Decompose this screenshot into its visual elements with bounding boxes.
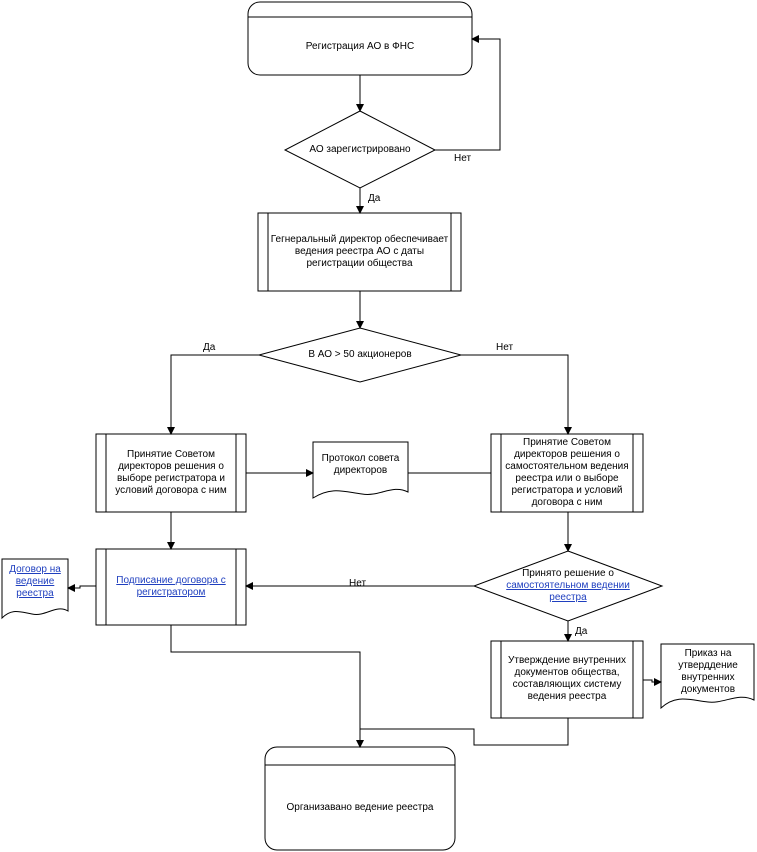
decision-shareholders-label: В АО > 50 акционеров: [308, 349, 412, 360]
self-keeping-link[interactable]: самостоятельном ведении реестра: [506, 580, 630, 603]
edge-label-yes-2: Да: [203, 342, 216, 353]
edge-label-yes-3: Да: [575, 626, 588, 637]
document-protocol-label: Протокол совета директоров: [321, 453, 400, 476]
sign-contract-link[interactable]: Подписание договора с регистратором: [116, 575, 226, 598]
process-board-right-label: Принятие Советом директоров решения о са…: [505, 437, 629, 508]
arrow-sign-to-end: [170, 625, 364, 748]
process-sign-contract-label: Подписание договора с регистратором: [108, 562, 234, 612]
process-director-label: Гегнеральный директор обеспечивает веден…: [270, 234, 449, 269]
end-terminator-label: Организавано ведение реестра: [286, 802, 434, 813]
arrow-no-right: [461, 354, 572, 435]
document-contract: [1, 558, 69, 620]
process-board-left-label: Принятие Советом директоров решения о вы…: [115, 449, 227, 496]
decision-self-keeping-label: Принято решение о самостоятельном ведени…: [494, 563, 642, 609]
edge-label-no-1: Нет: [454, 153, 472, 164]
decision-registered-label: АО зарегистрировано: [309, 144, 411, 155]
line-approve-to-end: [360, 718, 569, 746]
arrow-yes-left: [167, 354, 259, 435]
process-approve-docs-label: Утверждение внутренних документов общест…: [508, 655, 626, 702]
arrow-sign-to-contract-doc: [67, 584, 96, 592]
edge-label-yes-1: Да: [368, 193, 381, 204]
edge-label-no-3: Нет: [349, 578, 367, 589]
arrow-no-loop: [435, 35, 501, 151]
start-terminator-label: Регистрация АО в ФНС: [305, 41, 415, 52]
document-order: [660, 643, 755, 710]
decision-shareholders: [257, 327, 463, 383]
edge-label-no-2: Нет: [496, 342, 514, 353]
document-protocol: [312, 441, 409, 499]
arrow-approve-to-order: [643, 678, 662, 686]
document-contract-label: Договор на ведение реестра: [2, 561, 68, 603]
document-order-label: Приказ на утверддение внутренних докумен…: [678, 648, 738, 695]
contract-doc-link[interactable]: Договор на ведение реестра: [9, 564, 61, 599]
